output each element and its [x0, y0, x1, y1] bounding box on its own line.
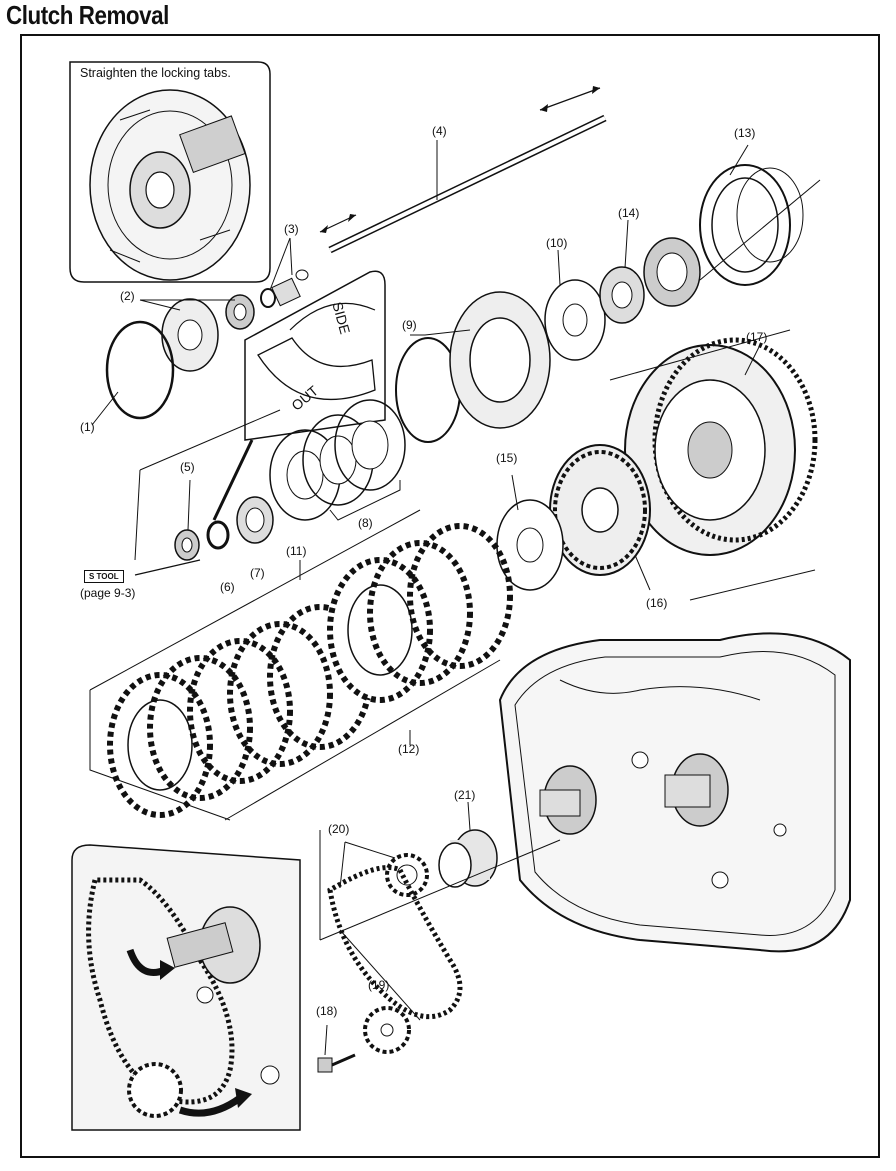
diagram-frame	[20, 34, 880, 1158]
clutch-outer	[609, 329, 818, 601]
callout-1: (1)	[80, 420, 95, 434]
callout-20: (20)	[328, 822, 350, 836]
sprocket-bolt	[317, 1024, 356, 1073]
oil-pump-drive-sprocket	[319, 830, 561, 941]
callout-9: (9)	[402, 318, 417, 332]
bushing	[599, 219, 701, 324]
callout-4: (4)	[432, 124, 447, 138]
callout-18: (18)	[316, 1004, 338, 1018]
callout-16: (16)	[646, 596, 668, 610]
lock-nut-assembly	[134, 409, 281, 576]
tool-page-reference: (page 9-3)	[80, 586, 136, 600]
oil-pump-drive-collar	[438, 801, 498, 888]
oil-pump-driven-sprocket	[363, 1006, 411, 1054]
callout-21: (21)	[454, 788, 476, 802]
callout-7: (7)	[250, 566, 265, 580]
callout-15: (15)	[496, 451, 518, 465]
pushrod-shaft	[319, 86, 607, 254]
page-title: Clutch Removal	[6, 0, 169, 30]
inset-locking-tabs	[69, 61, 271, 283]
callout-12: (12)	[398, 742, 420, 756]
clutch-center	[549, 444, 651, 591]
lifter-plate	[139, 294, 255, 372]
callout-2: (2)	[120, 289, 135, 303]
special-tool-badge: S TOOL	[84, 570, 124, 583]
pressure-plate	[395, 291, 551, 443]
callout-13: (13)	[734, 126, 756, 140]
callout-5: (5)	[180, 460, 195, 474]
pushrod-piece	[260, 237, 309, 308]
callout-11: (11)	[286, 544, 307, 558]
snap-ring	[91, 320, 175, 426]
callout-14: (14)	[618, 206, 640, 220]
thrust-washer	[544, 249, 606, 361]
clutch-plates-stack	[89, 509, 513, 821]
callout-19: (19)	[368, 978, 390, 992]
outer-sleeve	[699, 144, 821, 286]
inset-note: Straighten the locking tabs.	[80, 66, 231, 80]
callout-3: (3)	[284, 222, 299, 236]
callout-6: (6)	[220, 580, 235, 594]
callout-8: (8)	[358, 516, 373, 530]
callout-10: (10)	[546, 236, 568, 250]
inset-chain-removal	[71, 844, 301, 1131]
callout-17: (17)	[746, 330, 768, 344]
oil-pump-chain	[327, 865, 463, 1021]
engine-crankcase	[498, 632, 851, 953]
outside-washer-callout	[212, 270, 386, 521]
spring-plates	[269, 399, 406, 521]
